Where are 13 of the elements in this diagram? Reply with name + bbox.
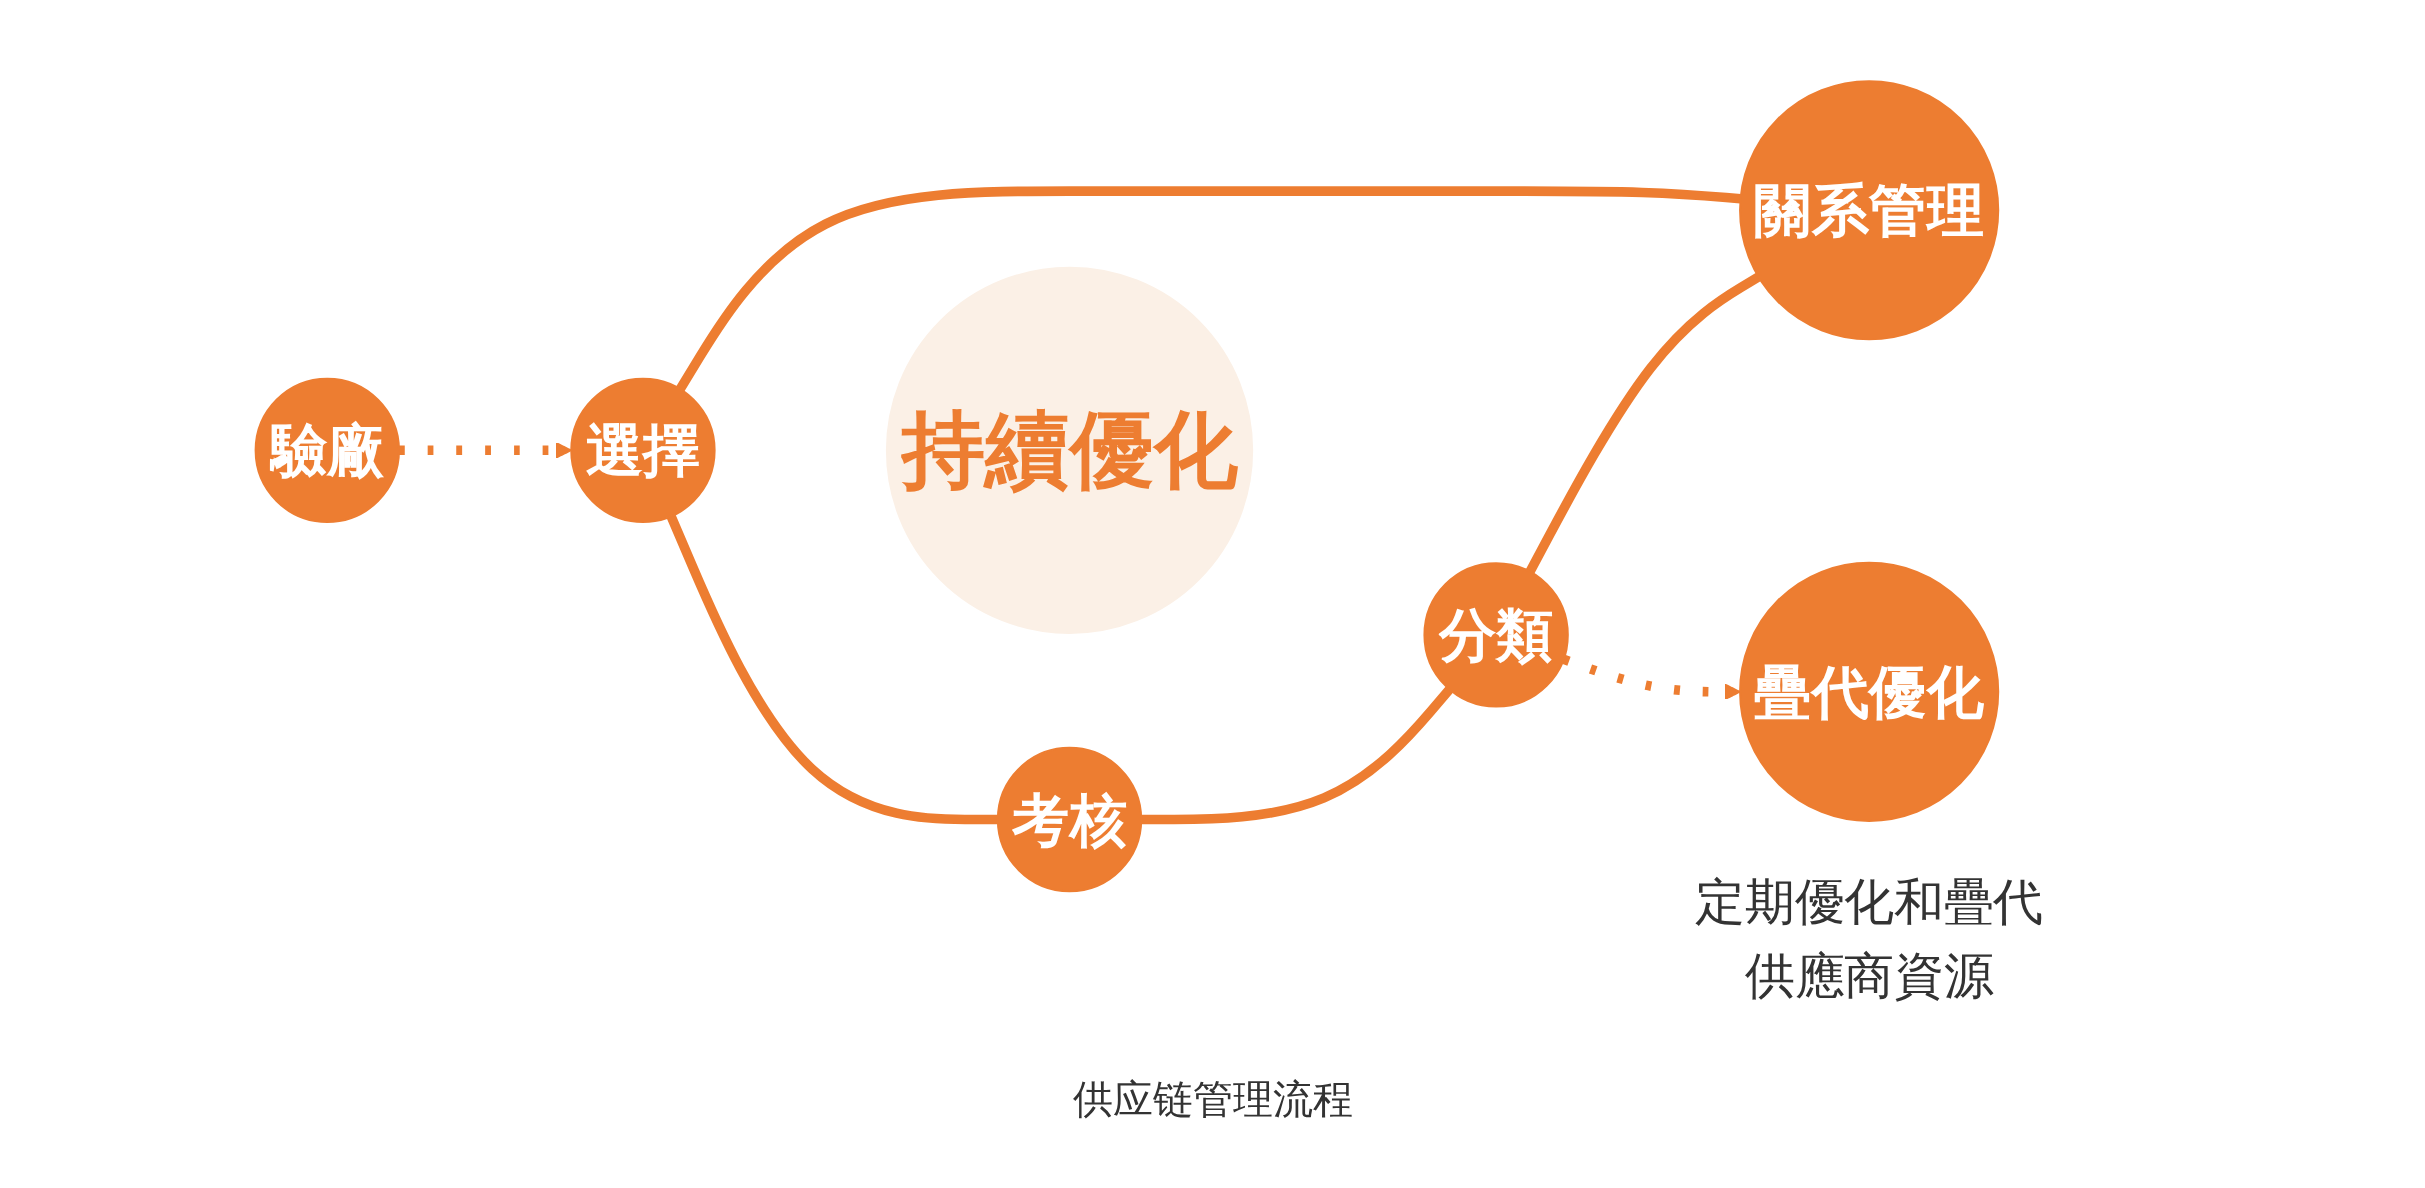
connector bbox=[1140, 685, 1453, 824]
node-circle: 關系管理 bbox=[1738, 79, 1999, 340]
node-circle: 選擇 bbox=[569, 377, 716, 523]
connector bbox=[666, 513, 998, 824]
node-circle: 考核 bbox=[996, 746, 1142, 892]
node-circle: 分類 bbox=[1422, 561, 1569, 708]
connector bbox=[675, 185, 1741, 392]
caption: 供应链管理流程 bbox=[1072, 1074, 1353, 1124]
node-circle: 持續優化 bbox=[885, 266, 1253, 634]
node-circle: 驗廠 bbox=[254, 377, 400, 523]
node-label: 定期優化和疊代供應商資源 bbox=[1694, 872, 2043, 1005]
node-circle: 疊代優化 bbox=[1738, 561, 1999, 822]
connector bbox=[1525, 272, 1761, 574]
